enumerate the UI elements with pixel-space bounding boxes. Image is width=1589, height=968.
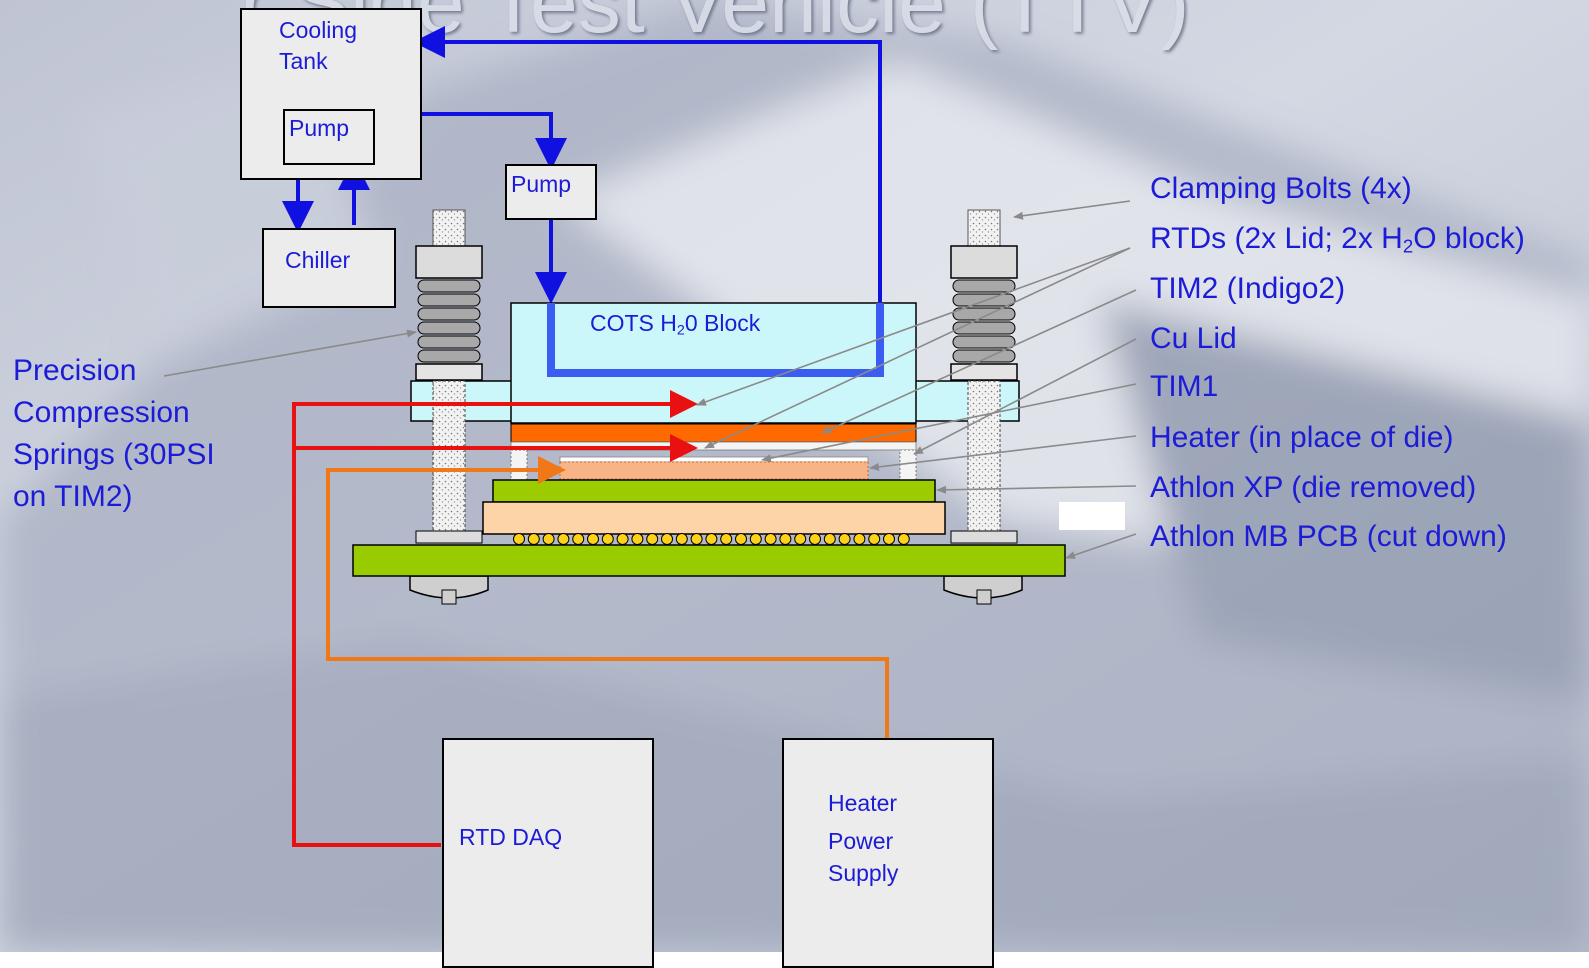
solder-ball — [528, 534, 539, 545]
motherboard-pcb — [353, 545, 1065, 576]
solder-ball — [602, 534, 613, 545]
solder-ball — [647, 534, 658, 545]
callout-rtds-post: O block) — [1413, 222, 1525, 255]
callout-athlon-xp: Athlon XP (die removed) — [1150, 470, 1476, 506]
solder-ball — [898, 534, 909, 545]
solder-ball — [676, 534, 687, 545]
springs-label-2: Compression — [13, 395, 190, 431]
springs-label-1: Precision — [13, 353, 136, 389]
solder-ball — [617, 534, 628, 545]
solder-ball — [721, 534, 732, 545]
callout-rtds-pre: RTDs (2x Lid; 2x H — [1150, 222, 1403, 255]
solder-ball — [839, 534, 850, 545]
solder-ball — [736, 534, 747, 545]
solder-ball — [780, 534, 791, 545]
rtd-daq-box — [442, 738, 654, 968]
solder-ball — [662, 534, 673, 545]
tim1-layer — [560, 457, 868, 462]
solder-ball — [706, 534, 717, 545]
athlon-carrier — [483, 502, 945, 534]
cots-block-label: COTS H20 Block — [590, 310, 760, 340]
loop-pump-label: Pump — [511, 171, 571, 199]
heater-power-supply-label-3: Supply — [828, 860, 898, 888]
solder-ball — [795, 534, 806, 545]
solder-ball — [573, 534, 584, 545]
springs-label-3: Springs (30PSI — [13, 437, 215, 473]
cooling-tank-label-1: Cooling — [279, 17, 357, 45]
callout-rtds-sub: 2 — [1403, 236, 1413, 257]
callout-cu-lid: Cu Lid — [1150, 321, 1237, 357]
solder-ball — [869, 534, 880, 545]
callout-heater: Heater (in place of die) — [1150, 420, 1454, 456]
lid-wall-left — [511, 450, 527, 480]
solder-ball — [884, 534, 895, 545]
solder-ball — [543, 534, 554, 545]
callout-tim1: TIM1 — [1150, 369, 1218, 405]
athlon-substrate — [493, 480, 935, 502]
heater-power-supply-label-1: Heater — [828, 790, 897, 818]
label-patch — [1059, 502, 1125, 530]
solder-ball-row — [514, 534, 910, 545]
solder-ball — [514, 534, 525, 545]
rtd-daq-label: RTD DAQ — [459, 824, 562, 852]
solder-ball — [750, 534, 761, 545]
solder-ball — [854, 534, 865, 545]
chiller-label: Chiller — [285, 247, 350, 275]
solder-ball — [810, 534, 821, 545]
cots-block-label-sub: 2 — [677, 323, 685, 339]
solder-ball — [632, 534, 643, 545]
solder-ball — [765, 534, 776, 545]
cots-block-label-pre: COTS H — [590, 310, 677, 336]
heater-element — [560, 462, 868, 479]
callout-rtds: RTDs (2x Lid; 2x H2O block) — [1150, 221, 1525, 258]
callout-clamping-bolts: Clamping Bolts (4x) — [1150, 171, 1412, 207]
copper-lid — [511, 424, 916, 442]
lid-wall-right — [900, 450, 916, 480]
heater-power-supply-label-2: Power — [828, 828, 893, 856]
solder-ball — [588, 534, 599, 545]
cooling-tank-label-2: Tank — [279, 48, 328, 76]
callout-athlon-pcb: Athlon MB PCB (cut down) — [1150, 519, 1507, 555]
solder-ball — [558, 534, 569, 545]
springs-label-4: on TIM2) — [13, 479, 133, 515]
tank-pump-label: Pump — [289, 115, 349, 143]
solder-ball — [691, 534, 702, 545]
cots-block-label-post: 0 Block — [685, 310, 760, 336]
left-spring — [418, 280, 480, 362]
solder-ball — [824, 534, 835, 545]
callout-tim2: TIM2 (Indigo2) — [1150, 271, 1345, 307]
